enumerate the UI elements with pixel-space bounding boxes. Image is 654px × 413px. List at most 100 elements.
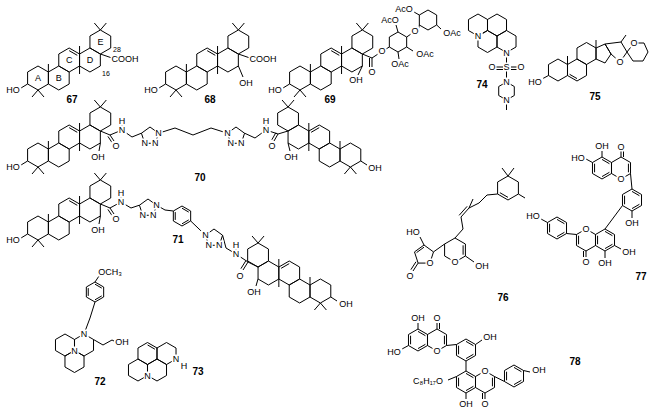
atom-label: S: [502, 63, 510, 72]
atom-label: COOH: [249, 55, 278, 64]
bond-line: [476, 340, 483, 345]
bond-line: [48, 64, 49, 72]
bond-line: [595, 229, 614, 251]
bond-line: [79, 216, 80, 224]
bond-line: [290, 66, 311, 90]
bond-line: [578, 236, 579, 245]
atom-label: OH: [482, 333, 498, 342]
atom-label: N: [118, 126, 127, 135]
bond-line: [583, 251, 584, 257]
atom-label: O: [581, 258, 590, 267]
bond-line: [628, 164, 629, 173]
bond-line: [217, 66, 218, 74]
atom-label: O: [111, 215, 120, 224]
bond-line: [402, 346, 409, 350]
bond-line: [419, 10, 436, 30]
atom-label: N: [502, 78, 511, 87]
bond-line: [94, 173, 100, 180]
bond-line: [482, 393, 483, 399]
bond-line: [182, 208, 189, 212]
bond-line: [361, 161, 367, 165]
bond-line: [319, 143, 340, 167]
bond-line: [100, 131, 110, 135]
atom-label: N: [152, 201, 161, 210]
atom-label: HO: [525, 212, 541, 221]
bond-line: [340, 141, 341, 149]
atom-label: O: [410, 27, 419, 36]
atom-label: O: [480, 367, 489, 376]
atom-label: HO: [405, 228, 421, 237]
bond-line: [586, 159, 593, 163]
atom-label: O: [235, 272, 244, 281]
bond-line: [596, 40, 597, 48]
atom-label: OH: [624, 219, 640, 228]
atom-label: HO: [527, 78, 543, 87]
atom-label: OH: [410, 314, 426, 323]
bond-line: [623, 151, 624, 157]
bond-line: [605, 231, 612, 235]
bond-line: [605, 244, 612, 248]
bond-line: [283, 84, 290, 88]
bond-line: [100, 23, 106, 30]
bond-line: [586, 251, 587, 257]
bond-line: [159, 84, 166, 88]
bond-line: [94, 23, 100, 30]
compound-number: 75: [588, 92, 601, 102]
atom-label: OCH₃: [97, 268, 123, 277]
bond-line: [79, 46, 80, 54]
bond-line: [173, 206, 190, 226]
bond-line: [524, 371, 531, 373]
bond-line: [272, 133, 276, 140]
atom-label: N: [201, 231, 210, 240]
locant-number: 28: [112, 46, 122, 53]
bond-line: [615, 246, 622, 250]
bond-line: [605, 206, 623, 230]
atom-label: N: [80, 330, 89, 339]
atom-label: HO: [570, 154, 586, 163]
atom-label: H: [232, 241, 241, 250]
bond-line: [217, 46, 218, 54]
bond-line: [258, 261, 279, 285]
bond-line: [207, 51, 215, 56]
bond-line: [94, 340, 115, 346]
atom-label: HO: [5, 236, 21, 245]
bond-line: [288, 125, 309, 149]
atom-label: O: [111, 142, 120, 151]
bond-line: [310, 279, 331, 303]
ring-letter: C: [65, 56, 74, 65]
bond-line: [48, 141, 49, 149]
bond-line: [557, 232, 564, 236]
bond-line: [32, 167, 38, 174]
bond-line: [38, 90, 44, 97]
bond-line: [48, 66, 69, 90]
bond-line: [278, 279, 279, 287]
bond-line: [466, 341, 473, 345]
bond-line: [418, 344, 425, 348]
atom-label: O: [516, 63, 525, 72]
bond-line: [410, 336, 411, 345]
bond-line: [288, 100, 294, 107]
compound-number: 72: [93, 377, 106, 387]
bond-line: [341, 46, 342, 54]
bond-line: [175, 212, 176, 220]
bond-line: [408, 329, 427, 351]
bond-line: [342, 48, 363, 72]
atom-label: H: [118, 117, 127, 126]
atom-label: N: [226, 139, 235, 148]
bond-line: [411, 262, 416, 270]
bond-line: [469, 194, 498, 208]
bond-line: [439, 323, 440, 329]
bond-line: [504, 365, 523, 387]
compound-number: 67: [65, 95, 78, 105]
bond-line: [594, 164, 595, 173]
atom-label: N: [143, 371, 152, 380]
bond-line: [369, 58, 370, 67]
atom-label: O: [629, 39, 638, 48]
atom-label: H: [262, 117, 271, 126]
atom-label: O: [450, 258, 459, 267]
bond-line: [90, 180, 111, 204]
bond-line: [331, 297, 337, 301]
bond-line: [396, 25, 398, 32]
atom-label: OH: [348, 76, 364, 85]
